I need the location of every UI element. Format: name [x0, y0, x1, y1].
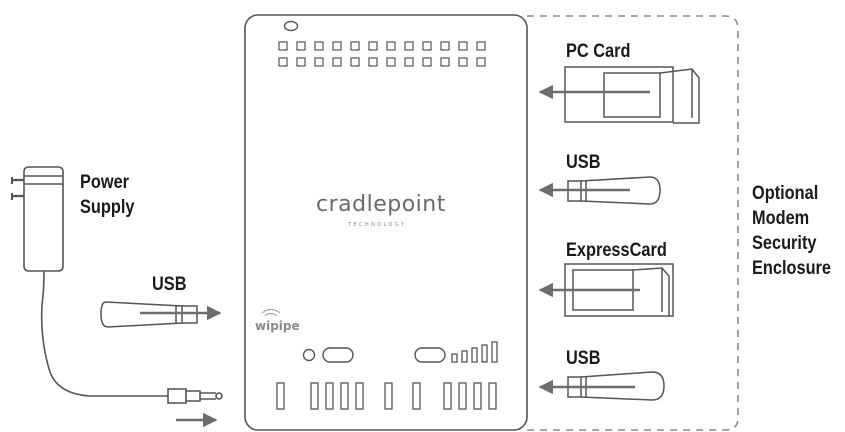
expresscard-label: ExpressCard	[566, 240, 667, 261]
security-enclosure-outline	[527, 15, 739, 431]
enclosure-label-line-1: Optional	[752, 183, 819, 204]
vent-slot	[422, 41, 432, 51]
vent-slot	[332, 41, 342, 51]
power-supply-label-line-1: Power	[80, 172, 130, 193]
vent-slot	[368, 57, 378, 67]
usb-bottom-right-label: USB	[566, 348, 601, 369]
power-supply-label: Power Supply	[80, 170, 134, 220]
reset-button-icon	[302, 348, 316, 362]
port-slot	[458, 382, 467, 410]
wps-button-icon	[322, 347, 354, 363]
vent-slot	[386, 57, 396, 67]
usb-left-label: USB	[152, 274, 187, 295]
vent-slot	[296, 41, 306, 51]
vent-slot	[458, 41, 468, 51]
pc-card-label: PC Card	[566, 41, 631, 62]
wipipe-logo: wipipe	[255, 319, 300, 333]
port-slot	[325, 382, 334, 410]
vent-slot	[476, 57, 486, 67]
vent-slot	[350, 41, 360, 51]
vent-slot	[350, 57, 360, 67]
port-slot	[310, 382, 319, 410]
router-device	[244, 14, 528, 431]
vent-slot	[476, 41, 486, 51]
power-supply-icon	[11, 166, 223, 404]
cradlepoint-logo-subtitle: TECHNOLOGY	[348, 222, 407, 228]
vent-slot	[314, 57, 324, 67]
vent-slot	[296, 57, 306, 67]
vent-slot	[386, 41, 396, 51]
vent-slot	[440, 57, 450, 67]
port-slot	[412, 382, 421, 410]
vent-slot	[440, 41, 450, 51]
vent-slot	[332, 57, 342, 67]
vent-slot	[458, 57, 468, 67]
vent-slot	[314, 41, 324, 51]
vent-slot	[422, 57, 432, 67]
port-slot	[340, 382, 349, 410]
enclosure-label-line-2: Modem	[752, 208, 810, 229]
port-slot	[276, 382, 285, 410]
wipipe-wifi-icon	[261, 309, 281, 317]
usb-stick-left-icon	[100, 301, 198, 328]
port-slot	[473, 382, 482, 410]
enclosure-label-line-3: Security	[752, 233, 817, 254]
signal-strength-icon	[451, 341, 498, 363]
enclosure-label: Optional Modem Security Enclosure	[752, 181, 831, 281]
vent-slot	[368, 41, 378, 51]
enclosure-label-line-4: Enclosure	[752, 258, 832, 279]
usb-top-right-label: USB	[566, 152, 601, 173]
port-slot	[384, 382, 393, 410]
port-row	[276, 382, 497, 410]
power-supply-label-line-2: Supply	[80, 197, 135, 218]
vent-slot	[404, 41, 414, 51]
vent-slot	[278, 57, 288, 67]
mode-button-icon	[414, 347, 446, 363]
port-slot	[443, 382, 452, 410]
vent-grid	[278, 41, 486, 67]
cradlepoint-logo: cradlepoint	[316, 192, 446, 217]
vent-slot	[404, 57, 414, 67]
pc-card-icon	[564, 66, 700, 124]
port-slot	[355, 382, 364, 410]
port-slot	[488, 382, 497, 410]
power-indicator-icon	[283, 20, 299, 32]
vent-slot	[278, 41, 288, 51]
